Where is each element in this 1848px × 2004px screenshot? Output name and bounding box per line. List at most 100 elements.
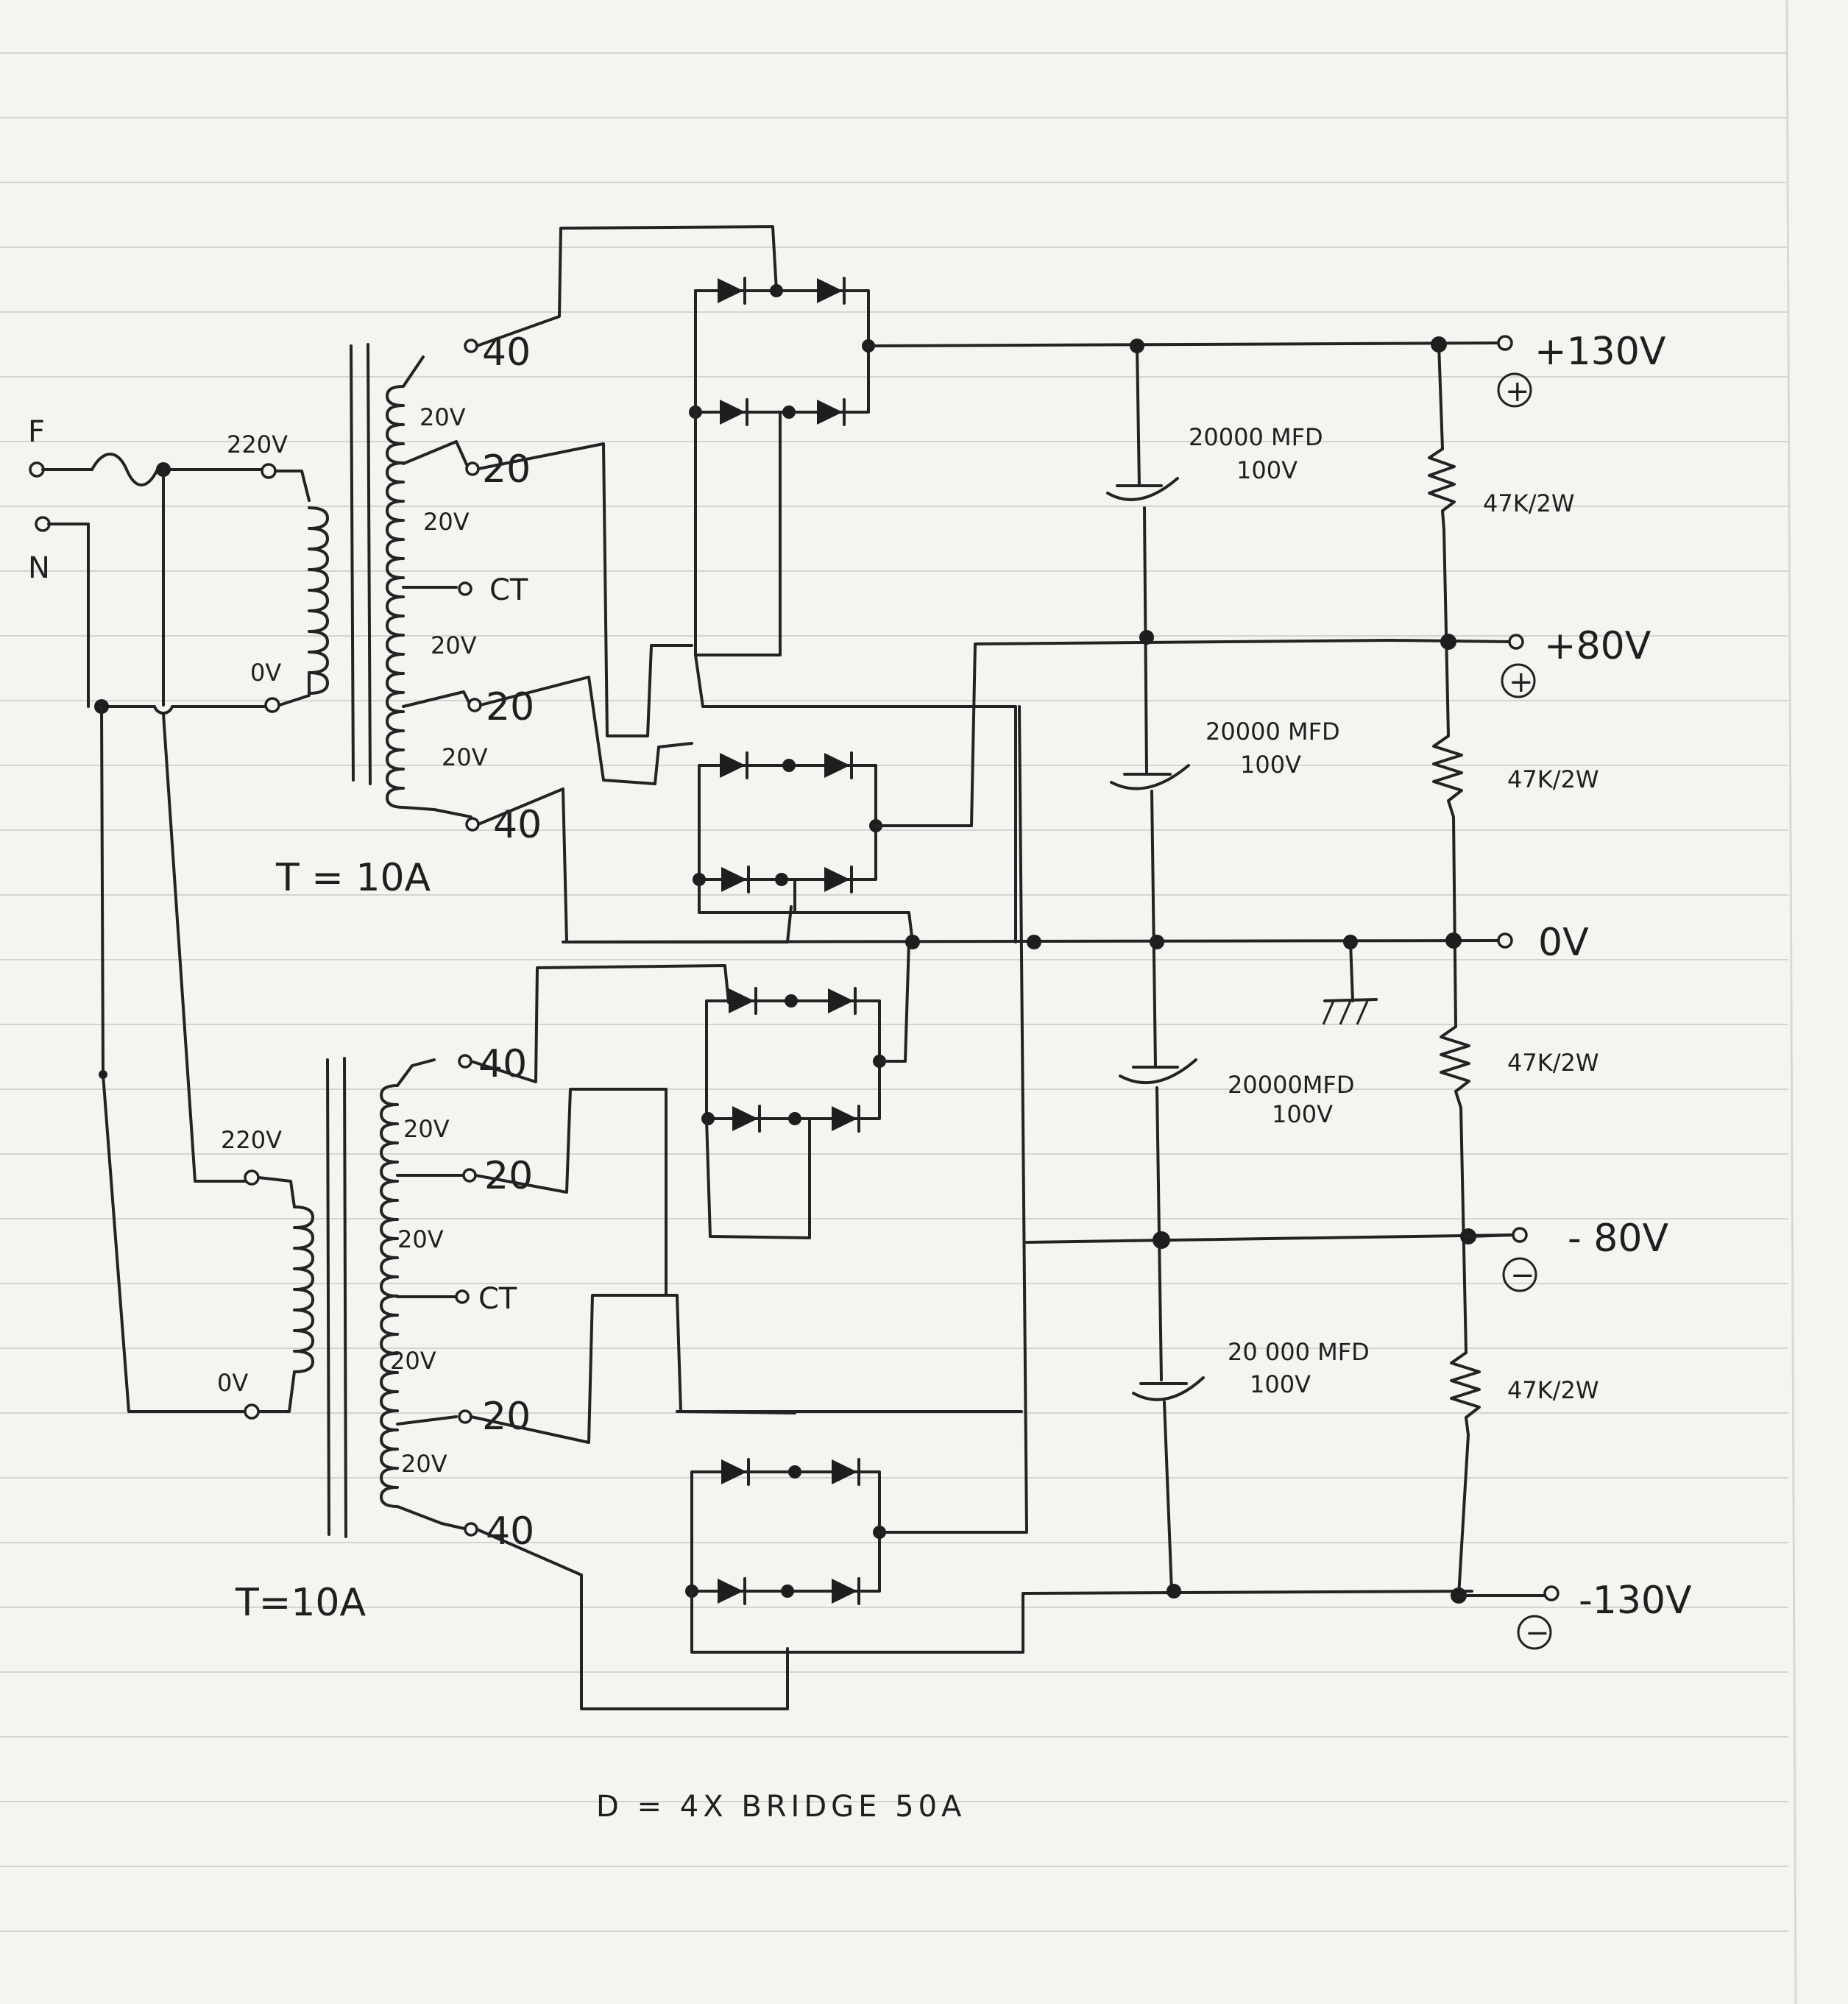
t1-tap-label-2: 20 [482, 447, 531, 492]
resistor-2-label: 47K/2W [1507, 765, 1599, 793]
t1-tap-label-3: CT [489, 573, 528, 607]
diode-bridge-note: D = 4X BRIDGE 50A [596, 1790, 966, 1824]
t1-section-label-2: 20V [423, 508, 470, 536]
capacitor-1-voltage: 100V [1236, 456, 1298, 484]
t1-section-label-4: 20V [442, 743, 488, 771]
t1-primary-220-label: 220V [227, 431, 288, 458]
capacitor-4: 20 000 MFD 100V [1132, 1338, 1370, 1401]
t1-tap-40a [464, 339, 478, 353]
t1-core-line-1 [350, 344, 355, 782]
t2-tap-label-1: 40 [478, 1042, 527, 1086]
t1-tap-label-5: 40 [493, 803, 542, 847]
resistor-3-label: 47K/2W [1507, 1049, 1599, 1077]
diode-icon [828, 988, 854, 1013]
diode-icon [732, 1106, 758, 1131]
resistor-labels: 47K/2W 47K/2W 47K/2W 47K/2W [1483, 489, 1599, 1404]
output-terminal-minus80 [1512, 1227, 1528, 1243]
t2-section-label-1: 20V [403, 1115, 450, 1143]
minus-polarity-icon [1517, 1615, 1552, 1650]
output-label-plus80: +80V [1544, 624, 1651, 668]
output-rails [562, 336, 1547, 1604]
t1-tap-ct [458, 581, 472, 596]
diode-icon [817, 400, 843, 425]
output-polarity-plus80: + [1509, 665, 1534, 699]
output-polarity-plus130: + [1505, 375, 1530, 408]
t2-tap-label-3: CT [478, 1282, 517, 1316]
t1-tap-20a [465, 461, 480, 476]
t1-rating: T = 10A [275, 856, 431, 900]
capacitor-2-value: 20000 MFD [1206, 718, 1340, 746]
t1-tap-40b [465, 817, 480, 832]
capacitor-4-value: 20 000 MFD [1228, 1338, 1370, 1366]
output-terminal-plus80 [1508, 634, 1524, 650]
diode-icon [824, 867, 850, 892]
output-label-minus130: -130V [1579, 1579, 1692, 1623]
t2-section-label-2: 20V [397, 1225, 444, 1253]
t2-core-line-2 [343, 1057, 347, 1538]
resistor-4-symbol [1450, 1351, 1481, 1597]
t2-section-label-4: 20V [401, 1450, 447, 1478]
diode-icon [718, 1579, 743, 1604]
t2-primary-220-label: 220V [221, 1126, 282, 1154]
t1-tap-label-1: 40 [482, 330, 531, 375]
paper-ruled-lines [0, 0, 1797, 2004]
output-terminal-minus130 [1543, 1585, 1560, 1601]
capacitor-1-value: 20000 MFD [1189, 423, 1323, 451]
t1-section-label-3: 20V [431, 631, 477, 659]
capacitors: 20000 MFD 100V 20000 MFD 100V 20000MFD 1… [1106, 423, 1370, 1401]
capacitor-2-voltage: 100V [1240, 751, 1301, 779]
t2-tap-20a [462, 1168, 477, 1183]
resistor-1-symbol [1428, 447, 1456, 737]
capacitor-3-value: 20000MFD [1228, 1071, 1354, 1099]
plus-polarity-icon [1497, 372, 1532, 408]
capacitor-2: 20000 MFD 100V [1110, 718, 1340, 790]
capacitor-3-voltage: 100V [1272, 1100, 1333, 1128]
t2-tap-40a [458, 1054, 472, 1069]
transformer-1: 220V 0V 40 20 CT 20 40 20V 20V 20V 20V T… [227, 330, 542, 900]
output-polarity-minus80: − [1510, 1258, 1535, 1292]
minus-polarity-icon [1502, 1257, 1537, 1292]
transformer-2: 220V 0V 40 20 CT 20 40 20V 20V 20V 20V T… [217, 1042, 534, 1625]
resistor-2-symbol [1432, 734, 1463, 1028]
bridge-2 [693, 639, 1392, 914]
t2-tap-label-5: 40 [486, 1509, 534, 1554]
t2-primary-winding [293, 1205, 314, 1373]
diode-icon [832, 1459, 857, 1484]
bridge-rectifiers [685, 277, 1473, 1654]
diode-icon [720, 753, 746, 778]
t1-primary-0-label: 0V [250, 659, 281, 687]
bridge-3 [701, 941, 910, 1239]
resistor-1-label: 47K/2W [1483, 489, 1574, 517]
t1-tap-20b [467, 698, 482, 712]
diode-icon [721, 1459, 747, 1484]
resistor-4-label: 47K/2W [1507, 1376, 1599, 1404]
diode-icon [824, 753, 850, 778]
t2-tap-label-2: 20 [484, 1154, 533, 1198]
output-label-minus80: - 80V [1568, 1217, 1668, 1261]
t1-section-label-1: 20V [419, 403, 466, 431]
t2-primary-0-label: 0V [217, 1369, 248, 1397]
output-polarity-minus130: − [1525, 1616, 1550, 1650]
t2-rating: T=10A [235, 1581, 367, 1625]
t2-core-line-1 [326, 1058, 330, 1536]
diode-icon [817, 278, 843, 303]
neutral-label: N [28, 551, 50, 585]
diode-icon [729, 988, 754, 1013]
t2-tap-ct [455, 1289, 470, 1304]
t2-tap-40b [464, 1522, 478, 1537]
output-terminals: +130V + +80V + 0V - 80V − -130V − [1497, 330, 1692, 1650]
capacitor-1: 20000 MFD 100V [1106, 423, 1323, 501]
t1-core-line-2 [367, 343, 372, 785]
diode-icon [718, 278, 743, 303]
output-terminal-plus130 [1497, 335, 1513, 351]
output-label-0v: 0V [1538, 921, 1589, 965]
ground-icon [1322, 935, 1378, 1025]
output-terminal-0v [1497, 932, 1513, 949]
t1-primary-winding [308, 506, 329, 695]
t1-secondary-winding [386, 355, 472, 818]
tap-wiring [470, 225, 796, 1710]
capacitor-4-voltage: 100V [1250, 1370, 1311, 1398]
t2-tap-label-4: 20 [482, 1395, 531, 1439]
fuse-symbol [91, 453, 159, 486]
